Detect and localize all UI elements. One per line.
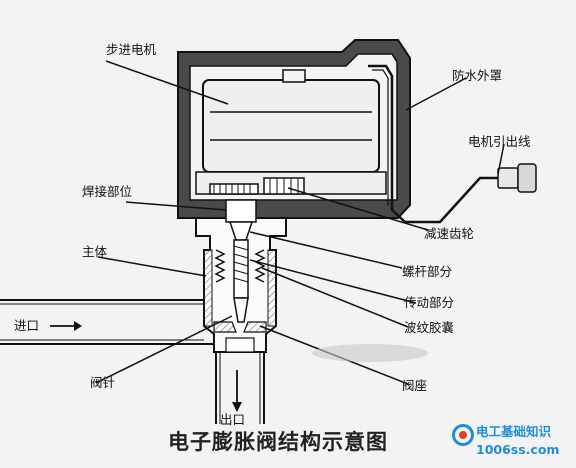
label-reduction-gear: 减速齿轮 — [424, 226, 475, 241]
watermark-logo-icon — [452, 424, 474, 446]
watermark-line2: 1006ss.com — [476, 442, 560, 457]
label-body: 主体 — [82, 244, 108, 259]
label-transmission-part: 传动部分 — [404, 295, 455, 310]
inlet-pipe — [0, 299, 214, 345]
stepper-motor — [195, 69, 387, 195]
screw-part — [233, 239, 249, 299]
outlet-arrow — [232, 370, 242, 412]
label-bellows: 波纹胶囊 — [404, 320, 455, 335]
inlet-arrow — [50, 321, 82, 331]
label-waterproof-cover: 防水外罩 — [452, 68, 503, 83]
label-screw-part: 螺杆部分 — [402, 264, 453, 279]
label-valve-needle: 阀针 — [90, 375, 116, 390]
valve-needle — [233, 297, 249, 323]
label-motor-lead: 电机引出线 — [468, 134, 531, 149]
bellows — [214, 249, 266, 283]
motor-lead-wire — [368, 64, 537, 224]
watermark-line1: 电工基础知识 — [476, 424, 552, 439]
label-valve-seat: 阀座 — [402, 378, 428, 393]
outlet-pipe — [215, 352, 265, 424]
blurred-area — [312, 344, 428, 362]
diagram-title: 电子膨胀阀结构示意图 — [168, 430, 388, 454]
label-inlet: 进口 — [14, 318, 40, 333]
label-weld-part: 焊接部位 — [82, 184, 133, 199]
watermark-badge: 电工基础知识 1006ss.com — [450, 420, 572, 464]
label-outlet: 出口 — [220, 412, 246, 427]
valve-seat — [213, 321, 267, 353]
label-stepper-motor: 步进电机 — [106, 42, 157, 57]
